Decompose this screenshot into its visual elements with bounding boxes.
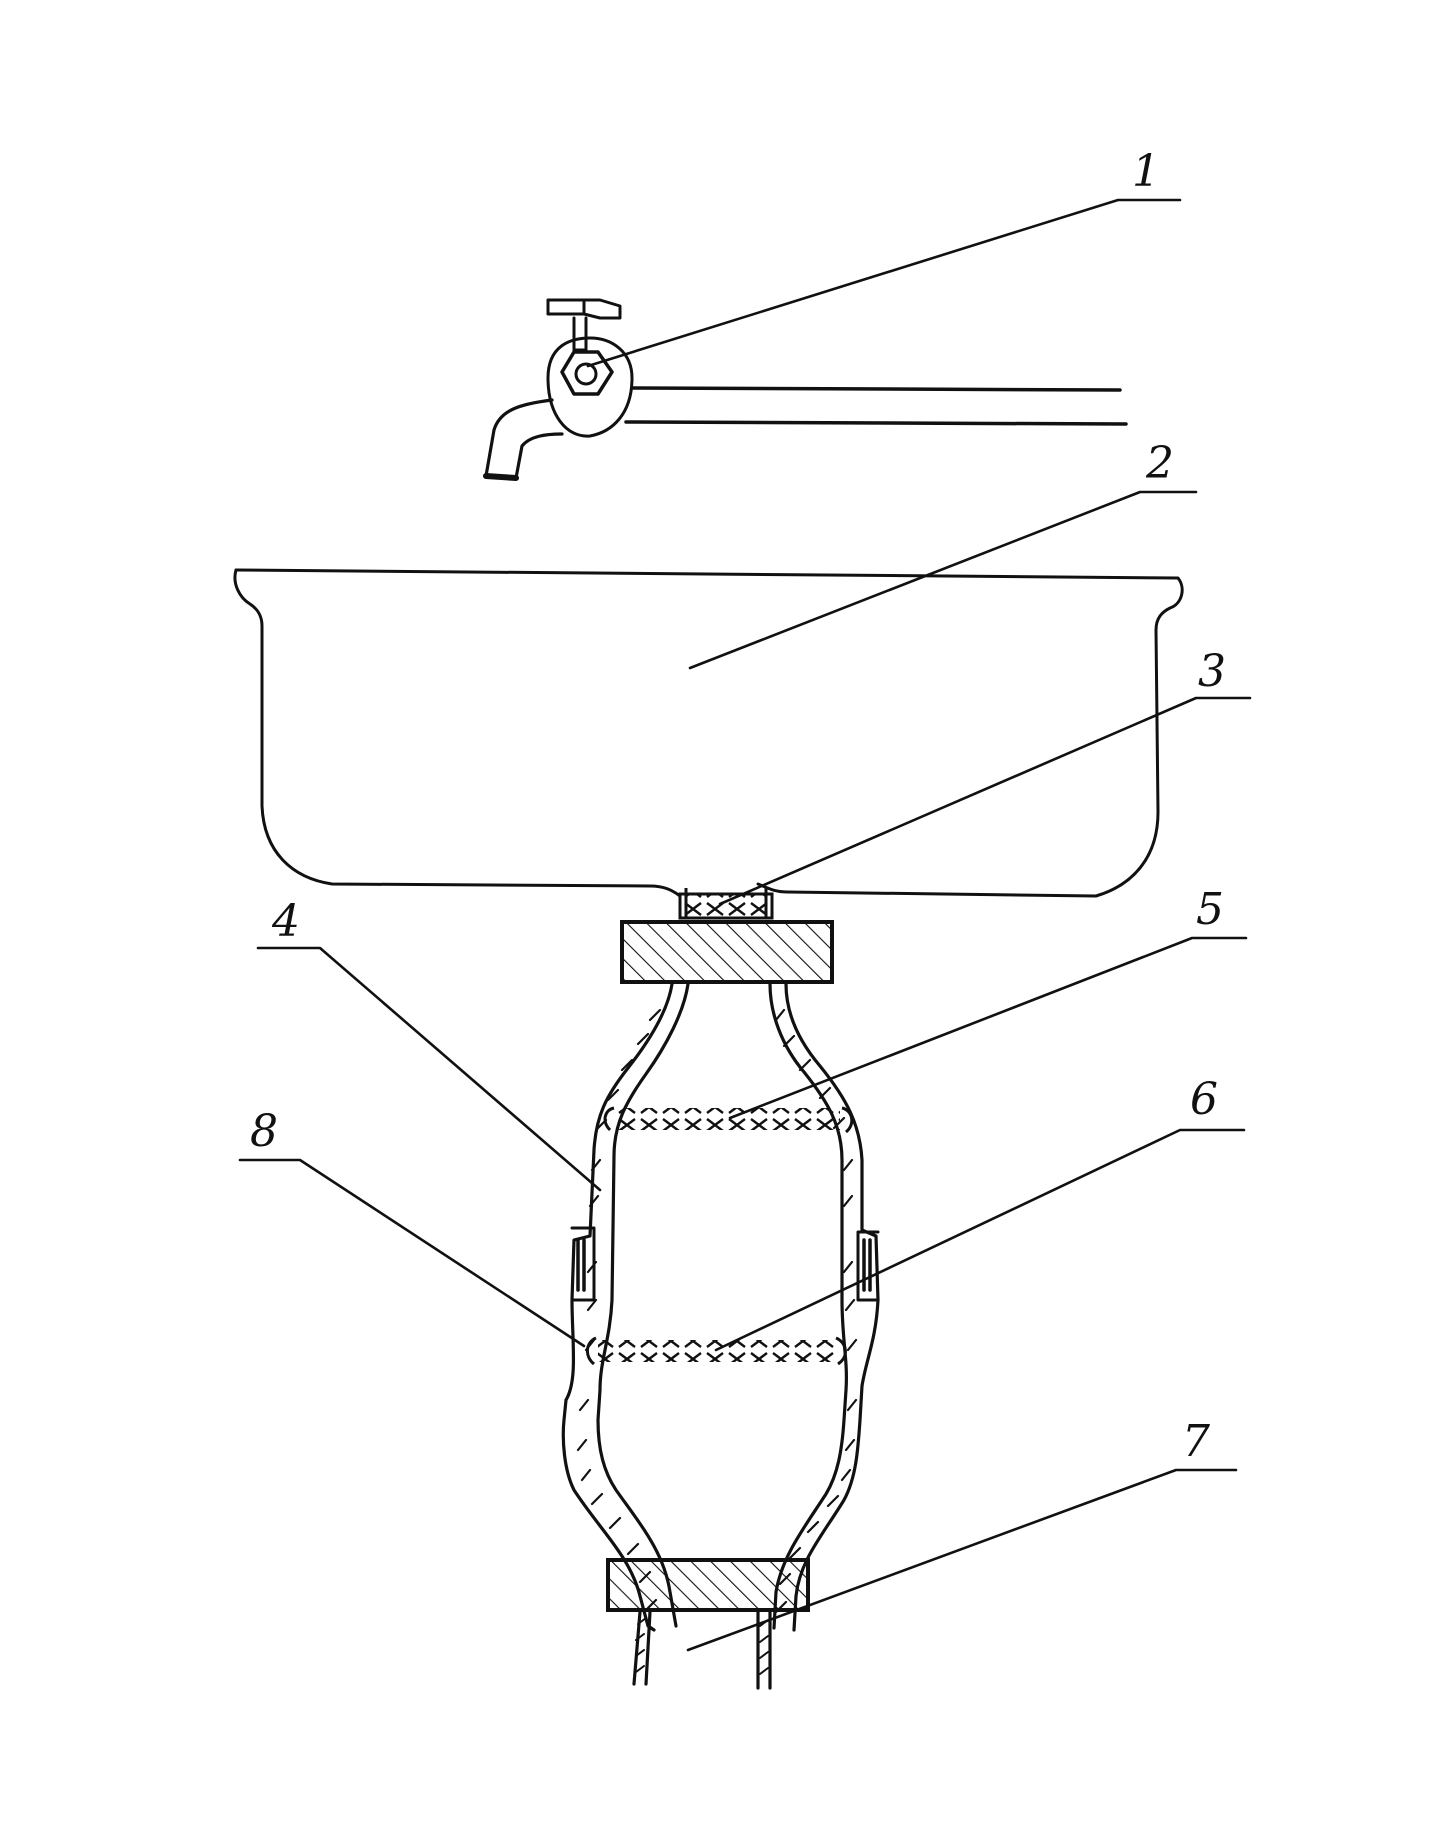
ref-label-2: 2 xyxy=(1145,438,1174,489)
upper-clamp xyxy=(620,920,834,984)
drain-strainer xyxy=(678,888,774,920)
ref-label-3: 3 xyxy=(1198,646,1226,697)
leader-6 xyxy=(714,1128,1246,1352)
outlet-pipe xyxy=(632,1610,772,1690)
leader-4 xyxy=(256,946,602,1192)
leader-8 xyxy=(238,1158,586,1348)
leader-7 xyxy=(686,1468,1238,1652)
ref-label-7: 7 xyxy=(1182,1416,1210,1467)
ref-label-5: 5 xyxy=(1196,884,1224,935)
ref-label-1: 1 xyxy=(1132,146,1160,197)
leader-lines xyxy=(238,198,1252,1652)
leader-2 xyxy=(688,490,1198,670)
ref-label-4: 4 xyxy=(271,896,300,947)
ref-label-8: 8 xyxy=(250,1106,278,1157)
ref-label-6: 6 xyxy=(1190,1074,1218,1125)
leader-1 xyxy=(586,198,1182,368)
filter-housing xyxy=(561,982,880,1632)
leader-3 xyxy=(718,696,1252,906)
leader-5 xyxy=(728,936,1248,1120)
lower-clamp xyxy=(606,1558,810,1612)
sink-basin xyxy=(233,568,1184,898)
faucet xyxy=(483,298,1128,481)
upper-filter-screen xyxy=(603,1106,854,1134)
